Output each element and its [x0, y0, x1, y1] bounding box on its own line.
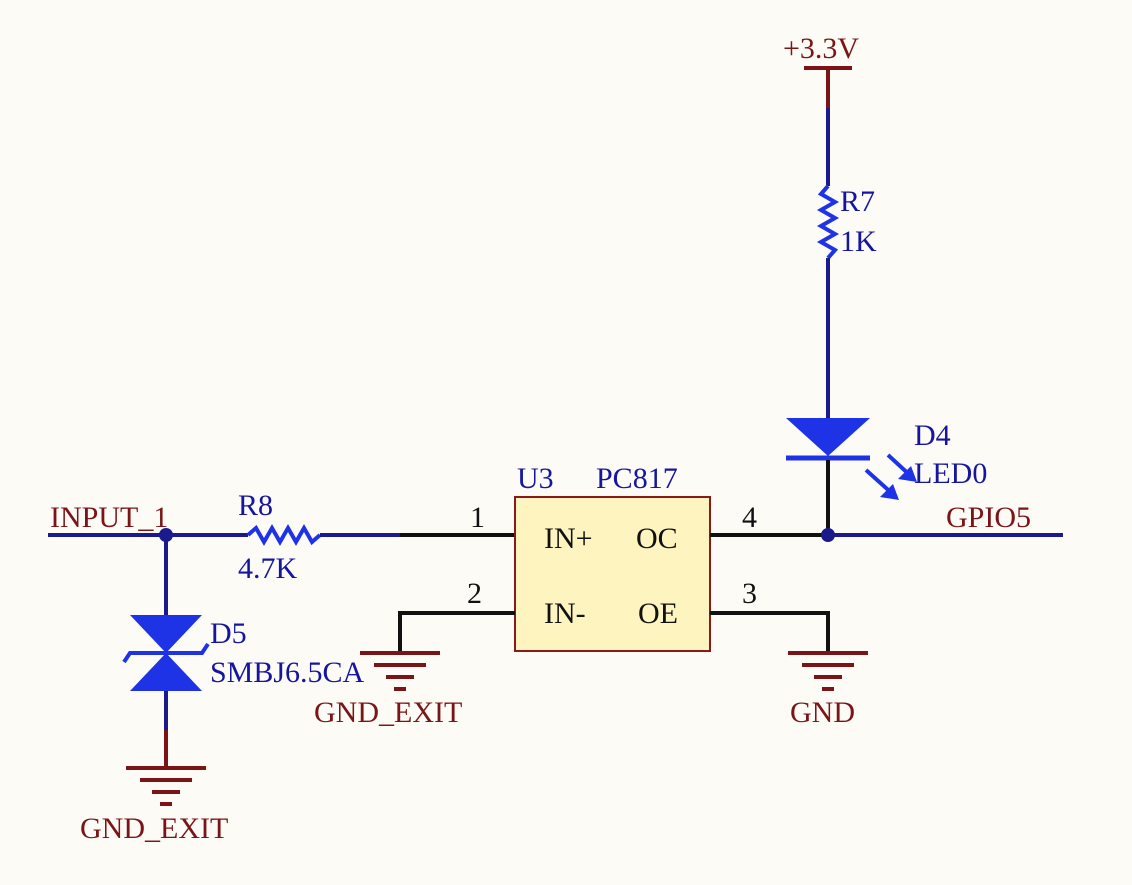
- gnd-exit-left-symbol: GND_EXIT: [80, 766, 228, 845]
- d5-ref: D5: [210, 617, 247, 650]
- led-triangle: [786, 418, 870, 456]
- resistor-r8: R8 4.7K: [208, 489, 515, 585]
- tvs-diode-d5: D5 SMBJ6.5CA: [122, 535, 365, 768]
- d4-value: LED0: [914, 457, 987, 490]
- r7-ref: R7: [840, 185, 875, 218]
- gnd-exit-mid-symbol: GND_EXIT: [314, 651, 462, 729]
- gnd-symbol: GND: [788, 651, 868, 729]
- u3-value: PC817: [596, 462, 678, 495]
- tvs-bar: [122, 642, 210, 664]
- output-net-label: GPIO5: [946, 501, 1031, 534]
- u3-pin-3-number: 3: [742, 577, 757, 610]
- input-net: INPUT_1: [48, 501, 208, 542]
- d4-ref: D4: [914, 419, 951, 452]
- resistor-r8-symbol: [246, 523, 322, 547]
- r8-value: 4.7K: [238, 552, 298, 585]
- output-net: GPIO5: [821, 501, 1063, 542]
- optocoupler-u3: U3 PC817 IN+ IN- OC OE 1 2 3 4: [398, 462, 830, 653]
- tvs-upper-triangle: [130, 615, 202, 653]
- r7-value: 1K: [840, 225, 877, 258]
- led-d4: D4 LED0: [786, 418, 987, 535]
- d5-value: SMBJ6.5CA: [210, 656, 365, 689]
- u3-body: [514, 496, 711, 652]
- u3-pin-4-number: 4: [742, 501, 757, 534]
- gnd-exit-left-label: GND_EXIT: [80, 812, 228, 845]
- resistor-r7: R7 1K: [816, 108, 877, 420]
- gnd-exit-mid-label: GND_EXIT: [314, 696, 462, 729]
- output-junction: [821, 528, 835, 542]
- u3-pin-oc-name: OC: [636, 522, 678, 555]
- u3-pin-oe-name: OE: [638, 597, 678, 630]
- u3-pin2-wire: [398, 611, 515, 653]
- supply-symbol: +3.3V: [783, 32, 859, 108]
- u3-pin3-wire: [710, 611, 830, 653]
- u3-pin-2-number: 2: [467, 577, 482, 610]
- u3-pin-in-minus-name: IN-: [544, 597, 586, 630]
- supply-label: +3.3V: [783, 32, 859, 65]
- tvs-lower-triangle: [130, 653, 202, 691]
- gnd-label: GND: [790, 696, 855, 729]
- u3-pin-1-number: 1: [470, 501, 485, 534]
- input-net-label: INPUT_1: [50, 501, 168, 534]
- u3-ref: U3: [517, 462, 554, 495]
- u3-pin-in-plus-name: IN+: [544, 522, 593, 555]
- r8-ref: R8: [238, 489, 273, 522]
- resistor-r7-symbol: [816, 184, 840, 260]
